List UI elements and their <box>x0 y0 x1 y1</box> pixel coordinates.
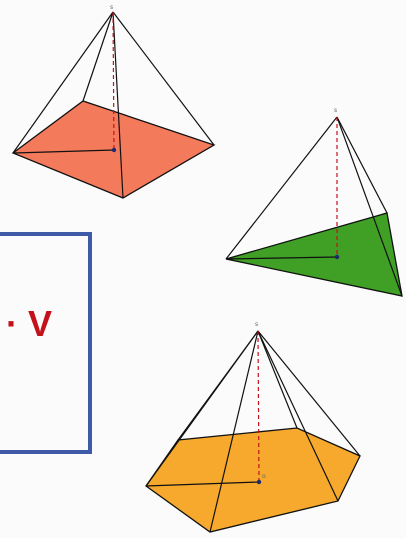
triangular-pyramid-edge <box>225 116 338 260</box>
hexagonal-pyramid-edge <box>257 330 298 429</box>
triangular-pyramid-apex-label: s <box>334 107 337 114</box>
hexagonal-pyramid-edge <box>257 330 339 502</box>
square-pyramid-height <box>112 11 115 151</box>
triangular-pyramid-edge <box>336 116 388 214</box>
hexagonal-pyramid-center-label: o <box>262 473 266 480</box>
square-pyramid-center-point <box>111 147 117 153</box>
hexagonal-pyramid-edge <box>209 330 259 533</box>
hexagonal-pyramid-edge <box>257 330 361 457</box>
hexagonal-pyramid: s o <box>145 321 361 533</box>
formula-box: · V <box>0 232 92 454</box>
hexagonal-pyramid-center-point <box>256 479 262 485</box>
hexagonal-pyramid-apothem <box>145 481 260 487</box>
triangular-pyramid-base <box>225 212 403 297</box>
triangular-pyramid: s <box>225 107 403 297</box>
hexagonal-pyramid-apex-label: s <box>255 321 258 328</box>
square-pyramid: s <box>11 4 216 199</box>
triangular-pyramid-center-point <box>334 254 340 260</box>
triangular-pyramid-edge <box>336 116 403 297</box>
square-pyramid-edge <box>112 11 124 199</box>
square-pyramid-edge <box>112 11 215 146</box>
triangular-pyramid-apothem <box>225 256 338 260</box>
formula-text: · V <box>6 303 53 344</box>
square-pyramid-apothem <box>13 149 115 154</box>
square-pyramid-apex-label: s <box>110 4 113 11</box>
hexagonal-pyramid-edge <box>177 330 259 441</box>
square-pyramid-edge <box>12 11 114 154</box>
square-pyramid-edge <box>82 11 114 102</box>
